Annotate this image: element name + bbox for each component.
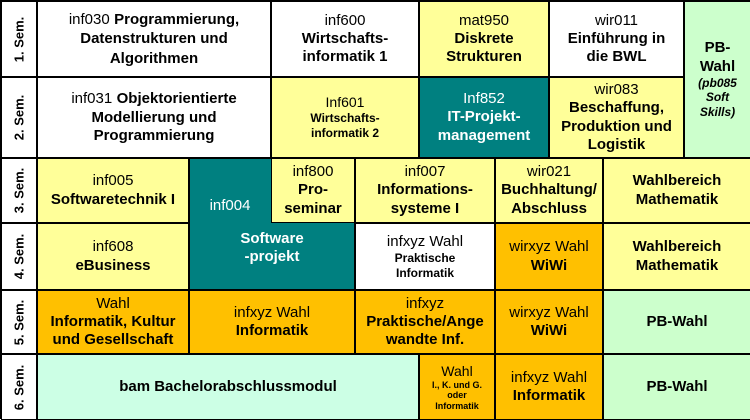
module-code: inf608 <box>92 238 134 256</box>
module-title: Objektorientierte <box>116 90 237 108</box>
module-bam[interactable]: bam Bachelorabschlussmodul <box>37 354 419 420</box>
module-inf600[interactable]: inf600 Wirtschafts- informatik 1 <box>271 1 419 77</box>
module-code: inf600 <box>324 11 366 29</box>
module-title: IT-Projekt- management <box>437 108 531 144</box>
module-inf007[interactable]: inf007 Informations- systeme I <box>355 158 495 223</box>
module-note: (pb085 Soft Skills) <box>698 75 737 120</box>
module-title-part2: Wahl <box>699 57 736 75</box>
module-code: inf030 <box>68 10 110 28</box>
module-title: bam Bachelorabschlussmodul <box>119 377 337 395</box>
module-code: inf800 <box>292 163 334 181</box>
module-code: wirxyz Wahl <box>509 303 589 321</box>
module-code: infxyz Wahl <box>386 232 464 250</box>
module-wirxyz-wiwi-4[interactable]: wirxyz Wahl WiWi <box>495 223 603 290</box>
module-inf030[interactable]: inf030 Programmierung, Datenstrukturen u… <box>37 1 271 77</box>
module-code: wirxyz Wahl <box>509 238 589 256</box>
module-title: Diskrete Strukturen <box>446 29 522 66</box>
module-code: Inf852 <box>463 90 505 108</box>
module-title: PB-Wahl <box>646 377 708 395</box>
module-inf608[interactable]: inf608 eBusiness <box>37 223 189 290</box>
module-title: Wirtschafts- informatik 1 <box>301 29 389 66</box>
module-title: Beschaffung, Produktion und Logistik <box>561 99 672 153</box>
semester-label-1: 1. Sem. <box>1 1 37 77</box>
module-title-part1: PB- <box>704 39 731 57</box>
semester-label-4: 4. Sem. <box>1 223 37 290</box>
module-pb-wahl-soft-skills[interactable]: PB- Wahl (pb085 Soft Skills) <box>684 1 750 158</box>
module-title: Praktische/Ange wandte Inf. <box>366 312 484 349</box>
module-code: wir011 <box>594 11 639 29</box>
module-title: Praktische Informatik <box>394 251 456 280</box>
module-inf004-label: inf004 <box>209 197 251 214</box>
module-inf800[interactable]: inf800 Pro- seminar <box>271 158 355 223</box>
module-inf004-title: Software -projekt <box>240 230 304 266</box>
semester-label-3: 3. Sem. <box>1 158 37 223</box>
module-code: Wahl <box>441 362 473 379</box>
semester-label-5: 5. Sem. <box>1 290 37 354</box>
module-infxyz-informatik-5[interactable]: infxyz Wahl Informatik <box>189 290 355 354</box>
module-code: wir083 <box>594 80 639 98</box>
module-title: Buchhaltung/ Abschluss <box>501 181 597 217</box>
module-code: Wahl <box>96 294 130 312</box>
module-title: Informatik, Kultur und Gesellschaft <box>50 312 176 349</box>
module-code: inf031 <box>71 90 113 108</box>
module-wahlbereich-mathematik-3[interactable]: Wahlbereich Mathematik <box>603 158 750 223</box>
module-wir083[interactable]: wir083 Beschaffung, Produktion und Logis… <box>549 77 684 158</box>
module-title: Wahlbereich Mathematik <box>632 238 722 274</box>
module-wahl-ikg[interactable]: Wahl Informatik, Kultur und Gesellschaft <box>37 290 189 354</box>
module-title: WiWi <box>530 256 568 274</box>
module-title: PB-Wahl <box>646 312 708 330</box>
module-title: eBusiness <box>75 256 151 274</box>
module-code: Inf601 <box>325 94 365 111</box>
module-title: Informations- systeme I <box>377 181 473 217</box>
module-title: Informatik <box>512 387 586 404</box>
module-inf601[interactable]: Inf601 Wirtschafts- informatik 2 <box>271 77 419 158</box>
module-code: infxyz Wahl <box>233 303 311 321</box>
module-infxyz-praktische-informatik[interactable]: infxyz Wahl Praktische Informatik <box>355 223 495 290</box>
module-title: WiWi <box>530 322 568 339</box>
module-title: Wahlbereich Mathematik <box>632 172 722 208</box>
module-code: infxyz <box>405 294 445 312</box>
module-code: mat950 <box>458 11 510 29</box>
module-title: Einführung in die BWL <box>567 29 666 66</box>
module-wahlbereich-mathematik-4[interactable]: Wahlbereich Mathematik <box>603 223 750 290</box>
module-pb-wahl-5[interactable]: PB-Wahl <box>603 290 750 354</box>
module-wir011[interactable]: wir011 Einführung in die BWL <box>549 1 684 77</box>
module-title: Pro- seminar <box>284 181 342 217</box>
semester-label-2: 2. Sem. <box>1 77 37 158</box>
module-title: I., K. und G. oder Informatik <box>432 380 482 411</box>
module-pb-wahl-6[interactable]: PB-Wahl <box>603 354 750 420</box>
module-title: Informatik <box>235 322 309 339</box>
semester-label-6: 6. Sem. <box>1 354 37 420</box>
module-wahl-ikg-6[interactable]: Wahl I., K. und G. oder Informatik <box>419 354 495 420</box>
module-wir021[interactable]: wir021 Buchhaltung/ Abschluss <box>495 158 603 223</box>
module-infxyz-informatik-6[interactable]: infxyz Wahl Informatik <box>495 354 603 420</box>
module-code: wir021 <box>526 163 572 181</box>
module-inf852[interactable]: Inf852 IT-Projekt- management <box>419 77 549 158</box>
module-wirxyz-wiwi-5[interactable]: wirxyz Wahl WiWi <box>495 290 603 354</box>
module-title: Programmierung, Datenstrukturen und Algo… <box>80 10 240 67</box>
module-infxyz-praktische-angewandte[interactable]: infxyz Praktische/Ange wandte Inf. <box>355 290 495 354</box>
module-code: inf005 <box>92 172 134 190</box>
module-inf005[interactable]: inf005 Softwaretechnik I <box>37 158 189 223</box>
module-title: Wirtschafts- informatik 2 <box>310 111 380 141</box>
module-code: infxyz Wahl <box>510 368 588 386</box>
module-mat950[interactable]: mat950 Diskrete Strukturen <box>419 1 549 77</box>
module-code: inf007 <box>404 163 446 181</box>
module-title: Softwaretechnik I <box>50 190 176 208</box>
module-inf031[interactable]: inf031 Objektorientierte Modellierung un… <box>37 77 271 158</box>
module-title-cont: Modellierung und Programmierung <box>91 108 217 145</box>
